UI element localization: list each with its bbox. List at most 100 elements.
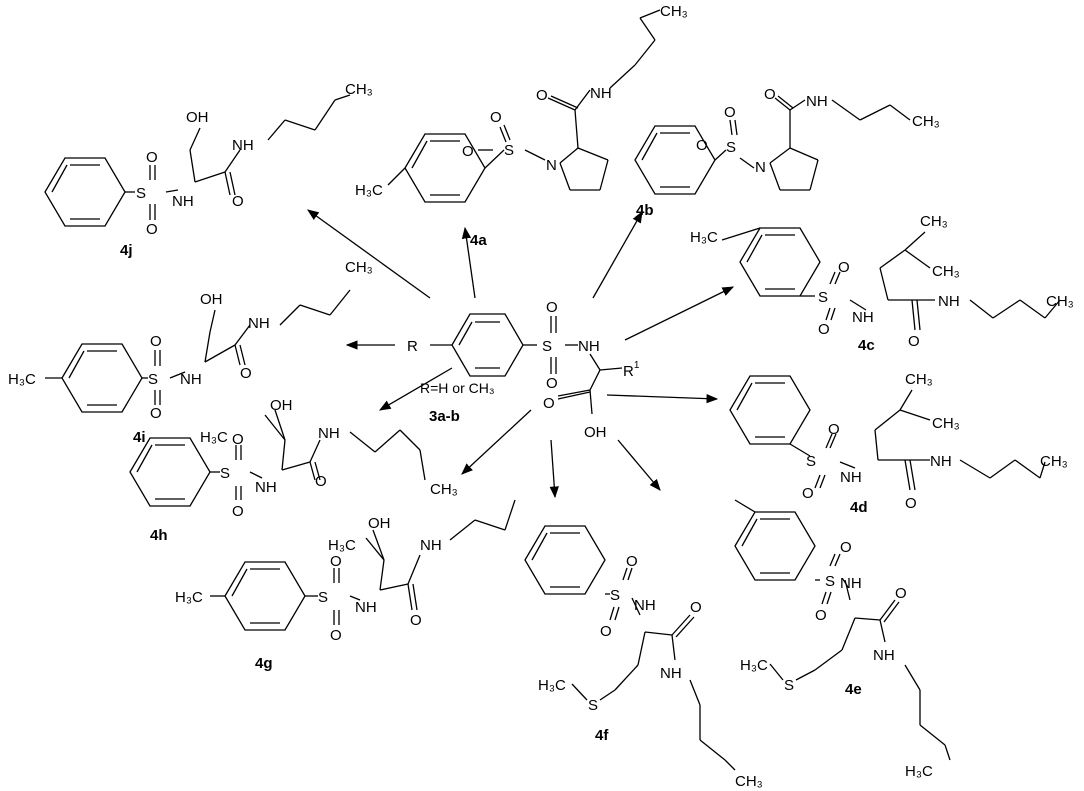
compound-4c: H₃C S O O NH CH₃ CH₃ O NH CH₃ 4c (690, 213, 1074, 354)
compound-4h: S O O NH OH H₃C O NH CH₃ 4h (129, 397, 458, 544)
compound-4i: H₃C S O O NH OH O NH CH₃ 4i (8, 259, 373, 446)
svg-text:O: O (536, 87, 548, 104)
compound-4e: S O O NH O NH S H₃C H₃C 4e (734, 499, 951, 780)
svg-text:NH: NH (180, 371, 202, 388)
svg-text:S: S (504, 142, 514, 159)
svg-text:NH: NH (255, 479, 277, 496)
center-sulfur: S (542, 338, 552, 355)
arrow-to-4c (624, 286, 735, 341)
svg-text:NH: NH (660, 665, 682, 682)
label-4d: 4d (850, 499, 868, 516)
svg-text:O: O (150, 333, 162, 350)
svg-text:CH₃: CH₃ (905, 371, 933, 388)
arrow-to-4a (461, 226, 476, 299)
svg-text:H₃C: H₃C (8, 371, 36, 388)
svg-text:H₃C: H₃C (328, 537, 356, 554)
svg-text:NH: NH (355, 599, 377, 616)
svg-text:CH₃: CH₃ (1040, 453, 1068, 470)
svg-text:OH: OH (200, 291, 223, 308)
center-label: 3a-b (429, 408, 460, 425)
svg-text:O: O (240, 365, 252, 382)
svg-text:O: O (150, 405, 162, 422)
arrow-to-4h (378, 367, 453, 411)
arrow-to-4b (592, 210, 643, 299)
svg-text:CH₃: CH₃ (430, 481, 458, 498)
svg-text:NH: NH (420, 537, 442, 554)
svg-text:O: O (490, 109, 502, 126)
svg-text:OH: OH (186, 109, 209, 126)
center-oh: OH (584, 424, 607, 441)
svg-text:O: O (802, 485, 814, 502)
svg-text:NH: NH (318, 425, 340, 442)
svg-text:O: O (838, 259, 850, 276)
svg-text:O: O (908, 333, 920, 350)
svg-text:CH₃: CH₃ (345, 81, 373, 98)
reaction-arrows (307, 209, 735, 499)
label-4h: 4h (150, 527, 168, 544)
svg-text:H₃C: H₃C (200, 429, 228, 446)
svg-text:H₃C: H₃C (690, 229, 718, 246)
svg-text:NH: NH (232, 137, 254, 154)
svg-text:O: O (895, 585, 907, 602)
svg-text:O: O (724, 104, 736, 121)
svg-text:O: O (840, 539, 852, 556)
center-carbonyl-o: O (543, 395, 555, 412)
label-4e: 4e (845, 681, 862, 698)
svg-text:OH: OH (270, 397, 293, 414)
svg-text:H₃C: H₃C (905, 763, 933, 780)
starting-material-3a-b: R S O O NH R1 O OH R=H or CH₃ 3a-b (407, 299, 640, 441)
svg-text:O: O (146, 221, 158, 238)
svg-text:N: N (755, 159, 766, 176)
svg-text:O: O (828, 421, 840, 438)
svg-text:NH: NH (634, 597, 656, 614)
svg-text:O: O (905, 495, 917, 512)
svg-text:NH: NH (930, 453, 952, 470)
svg-text:O: O (232, 193, 244, 210)
svg-text:S: S (818, 289, 828, 306)
svg-text:NH: NH (852, 309, 874, 326)
svg-text:O: O (232, 431, 244, 448)
arrow-to-4j (307, 209, 431, 299)
svg-text:NH: NH (248, 315, 270, 332)
arrow-to-4e (617, 439, 661, 491)
svg-text:S: S (136, 185, 146, 202)
label-4c: 4c (858, 337, 875, 354)
svg-text:H₃C: H₃C (175, 589, 203, 606)
svg-text:O: O (626, 553, 638, 570)
r-group: R (407, 338, 418, 355)
arrow-to-4g (461, 409, 532, 475)
svg-text:H₃C: H₃C (355, 182, 383, 199)
svg-text:O: O (815, 607, 827, 624)
label-4b: 4b (636, 202, 654, 219)
svg-text:NH: NH (172, 193, 194, 210)
svg-text:O: O (232, 503, 244, 520)
svg-text:CH₃: CH₃ (920, 213, 948, 230)
svg-text:O: O (330, 627, 342, 644)
svg-text:O: O (410, 612, 422, 629)
label-4i: 4i (133, 429, 146, 446)
compound-4g: H₃C S O O NH OH H₃C O NH 4g (175, 499, 516, 672)
center-sulfonyl-o-top: O (546, 299, 558, 316)
svg-text:S: S (610, 587, 620, 604)
svg-text:CH₃: CH₃ (912, 113, 940, 130)
center-nh: NH (578, 338, 600, 355)
label-4a: 4a (470, 232, 487, 249)
svg-text:O: O (764, 86, 776, 103)
svg-text:O: O (818, 321, 830, 338)
svg-text:NH: NH (806, 93, 828, 110)
svg-text:O: O (330, 553, 342, 570)
svg-text:S: S (318, 589, 328, 606)
svg-text:O: O (696, 137, 708, 154)
svg-text:S: S (784, 677, 794, 694)
svg-text:O: O (462, 143, 474, 160)
center-sulfonyl-o-bottom: O (546, 375, 558, 392)
svg-text:O: O (146, 149, 158, 166)
svg-text:CH₃: CH₃ (345, 259, 373, 276)
compound-4a: H₃C S O O N O NH CH₃ 4a (355, 3, 688, 249)
arrow-to-4d (606, 393, 719, 404)
svg-text:NH: NH (840, 575, 862, 592)
svg-text:S: S (806, 453, 816, 470)
center-aryl-ring (430, 313, 623, 415)
svg-text:S: S (148, 371, 158, 388)
